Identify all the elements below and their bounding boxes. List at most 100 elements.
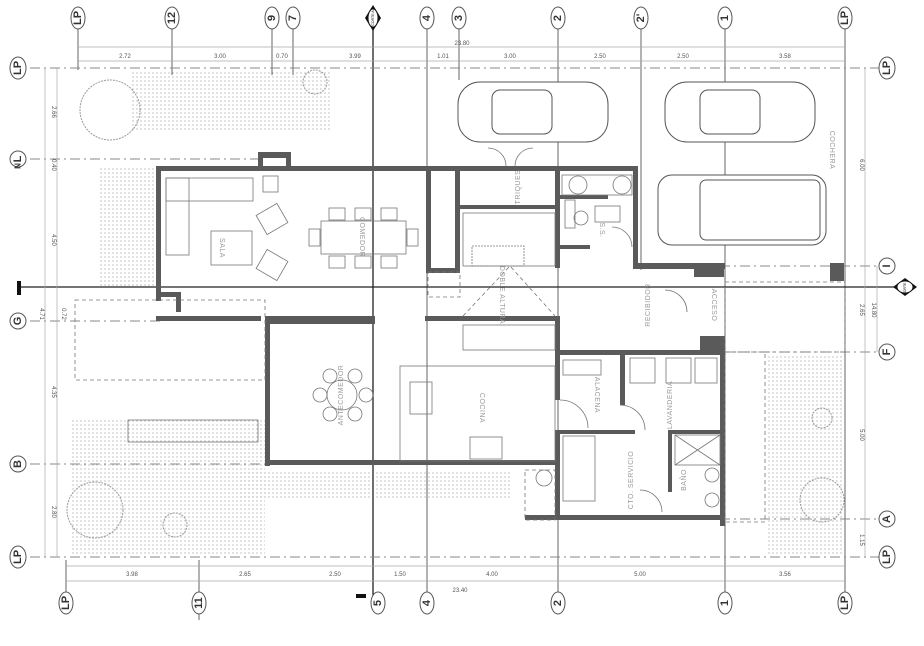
toilet-icon — [704, 467, 720, 483]
dim-right: 1.15 — [858, 534, 864, 546]
room-label-acceso: ACCESO — [710, 289, 717, 322]
dim-bottom: 3.98 — [126, 572, 138, 578]
coffee-table — [210, 230, 253, 266]
bed — [562, 435, 596, 502]
toilet-icon — [573, 210, 589, 226]
grid-label: F — [881, 348, 893, 355]
dim-left: 2.80 — [50, 506, 56, 518]
tree-icon — [162, 512, 188, 538]
room-label-antecomedor: ANTECOMEDOR — [338, 365, 345, 426]
dim-bottom: 5.00 — [634, 572, 646, 578]
walls — [156, 152, 844, 526]
grid-bubble-bottom: LP 11 5 4 2 1 LP — [58, 591, 853, 615]
grid-label: 7 — [287, 15, 299, 21]
section-marker-top: CORTE A — [365, 5, 381, 31]
cars — [457, 81, 827, 246]
dim-bottom-total: 23.40 — [452, 588, 468, 594]
grid-label: A — [881, 515, 893, 523]
grid-label: N — [14, 163, 23, 169]
grid-label: CORTE B — [903, 279, 907, 295]
grid-label: 2' — [635, 13, 647, 22]
grid-label: 2 — [552, 15, 564, 21]
dimension-lines: 23.80 2.72 3.00 0.70 3.99 1.01 3.00 2.50… — [38, 41, 878, 594]
room-label-comedor: COMEDOR — [358, 217, 365, 257]
grid-label: B — [12, 460, 24, 468]
tree-icon — [799, 477, 845, 523]
sink-icon — [704, 492, 720, 508]
grid-bubble-right: LP I F A LP — [878, 56, 896, 569]
dim-top: 3.00 — [504, 54, 516, 60]
room-label-doble: DOBLE ALTURA — [498, 266, 505, 324]
dim-right: 2.65 — [858, 304, 864, 316]
grid-label: 3 — [453, 15, 465, 21]
room-label-recibidor: RECIBIDOR — [645, 283, 652, 326]
room-label-servicio: CTO. SERVICIO — [628, 451, 635, 509]
room-label-alacena: ALACENA — [593, 377, 600, 413]
dim-bottom: 2.65 — [239, 572, 251, 578]
armchair — [255, 248, 289, 282]
grid-label: LP — [839, 596, 851, 610]
dim-left: 0.40 — [50, 159, 56, 171]
grid-label: 4 — [421, 14, 433, 21]
grid-label: LP — [60, 596, 72, 610]
grid-label: 1 — [719, 600, 731, 606]
dim-right: 5.00 — [858, 429, 864, 441]
dim-top: 2.50 — [677, 54, 689, 60]
room-label-bano: BAÑO — [679, 469, 688, 491]
grid-label: G — [12, 317, 24, 326]
dim-right: 14.80 — [870, 302, 876, 318]
grid-label: LP — [12, 61, 24, 75]
stove — [409, 381, 433, 415]
grid-bubble-left: LP L N G B LP — [9, 56, 27, 569]
tree-icon — [79, 79, 141, 141]
dim-top: 3.00 — [214, 54, 226, 60]
grid-label: 9 — [266, 15, 278, 21]
stairs — [462, 212, 556, 267]
grid-bubbles: LP 12 9 7 4 3 2 2' 1 LP LP 11 5 4 2 1 LP… — [9, 6, 896, 615]
room-label-cocina: COCINA — [478, 393, 485, 423]
tree-icon — [811, 407, 833, 429]
sofa — [165, 177, 254, 202]
grid-label: 4 — [421, 599, 433, 606]
dim-top: 1.01 — [437, 54, 449, 60]
grid-label: LP — [12, 550, 24, 564]
dim-left: 4.35 — [50, 386, 56, 398]
dim-bottom: 1.50 — [394, 572, 406, 578]
grid-label: CORTE A — [371, 10, 375, 26]
dim-left: 4.50 — [50, 234, 56, 246]
dim-top: 3.99 — [349, 54, 361, 60]
room-label-triques: TRIQUES — [515, 170, 522, 205]
tree-icon — [302, 69, 328, 95]
tree-icon — [66, 481, 124, 539]
dim-top: 3.58 — [779, 54, 791, 60]
grid-label: I — [881, 264, 893, 267]
dining-table — [320, 220, 407, 255]
grid-label: LP — [881, 550, 893, 564]
room-label-ss: S.S. — [598, 222, 605, 237]
dim-bottom: 4.00 — [486, 572, 498, 578]
room-label-sala: SALA — [218, 238, 225, 258]
room-label-cochera: COCHERA — [828, 131, 835, 170]
grid-label: 12 — [166, 12, 178, 24]
grid-label: LP — [839, 11, 851, 25]
dim-top: 0.70 — [276, 54, 288, 60]
section-marker-right: CORTE B — [893, 278, 917, 296]
dim-top: 2.50 — [594, 54, 606, 60]
dim-top-total: 23.80 — [454, 41, 470, 47]
dim-bottom: 2.50 — [329, 572, 341, 578]
grid-label: 11 — [193, 597, 205, 609]
room-label-lavanderia: LAVANDERIA — [667, 381, 674, 429]
grid-label: 1 — [719, 15, 731, 21]
dim-left: 0.72 — [60, 308, 66, 320]
dim-left: 4.71 — [38, 308, 44, 320]
room-labels: SALA COMEDOR TRIQUES S.S. COCHERA DOBLE … — [218, 131, 835, 509]
grid-bubble-top: LP 12 9 7 4 3 2 2' 1 LP — [70, 6, 853, 30]
kitchen-island — [399, 365, 556, 462]
grid-label: 5 — [372, 600, 384, 606]
grid-label: 2 — [552, 600, 564, 606]
sofa — [165, 177, 190, 256]
toilet-icon — [564, 199, 576, 229]
landscape-areas — [66, 69, 845, 555]
dim-bottom: 3.56 — [779, 572, 791, 578]
furniture — [74, 147, 846, 523]
